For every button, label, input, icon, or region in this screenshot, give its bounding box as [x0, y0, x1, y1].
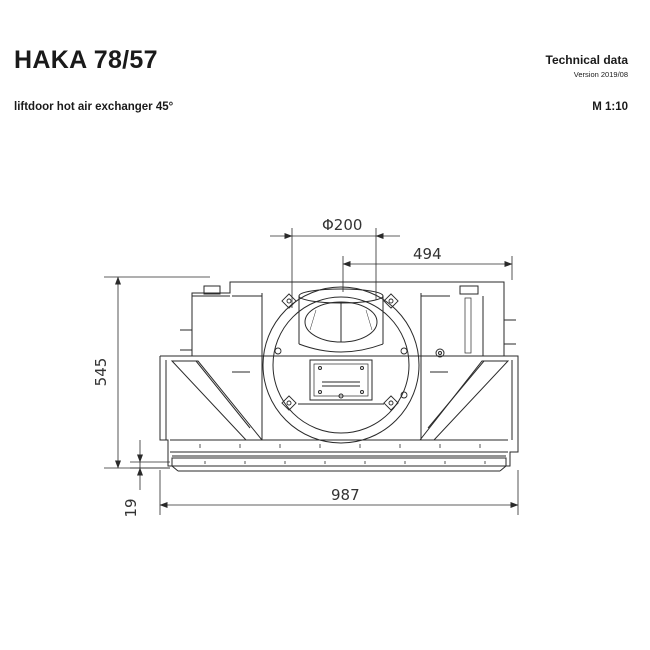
dimension-width: 987 — [331, 486, 360, 504]
product-subtitle: liftdoor hot air exchanger 45° — [14, 101, 174, 113]
circular-flange — [262, 286, 420, 444]
dimension-lines — [104, 228, 519, 515]
exchanger-body — [159, 281, 519, 472]
dimension-height: 545 — [92, 358, 110, 387]
document-version: Version 2019/08 — [573, 70, 628, 79]
product-title: HAKA 78/57 — [14, 46, 158, 74]
control-hatch — [298, 359, 384, 405]
dimension-base: 19 — [122, 498, 140, 517]
drawing-scale: M 1:10 — [592, 101, 628, 113]
document-type: Technical data — [545, 53, 628, 67]
dimension-diameter: Φ200 — [322, 216, 362, 234]
outlet-collar — [298, 288, 384, 353]
dimension-offset: 494 — [413, 245, 442, 263]
